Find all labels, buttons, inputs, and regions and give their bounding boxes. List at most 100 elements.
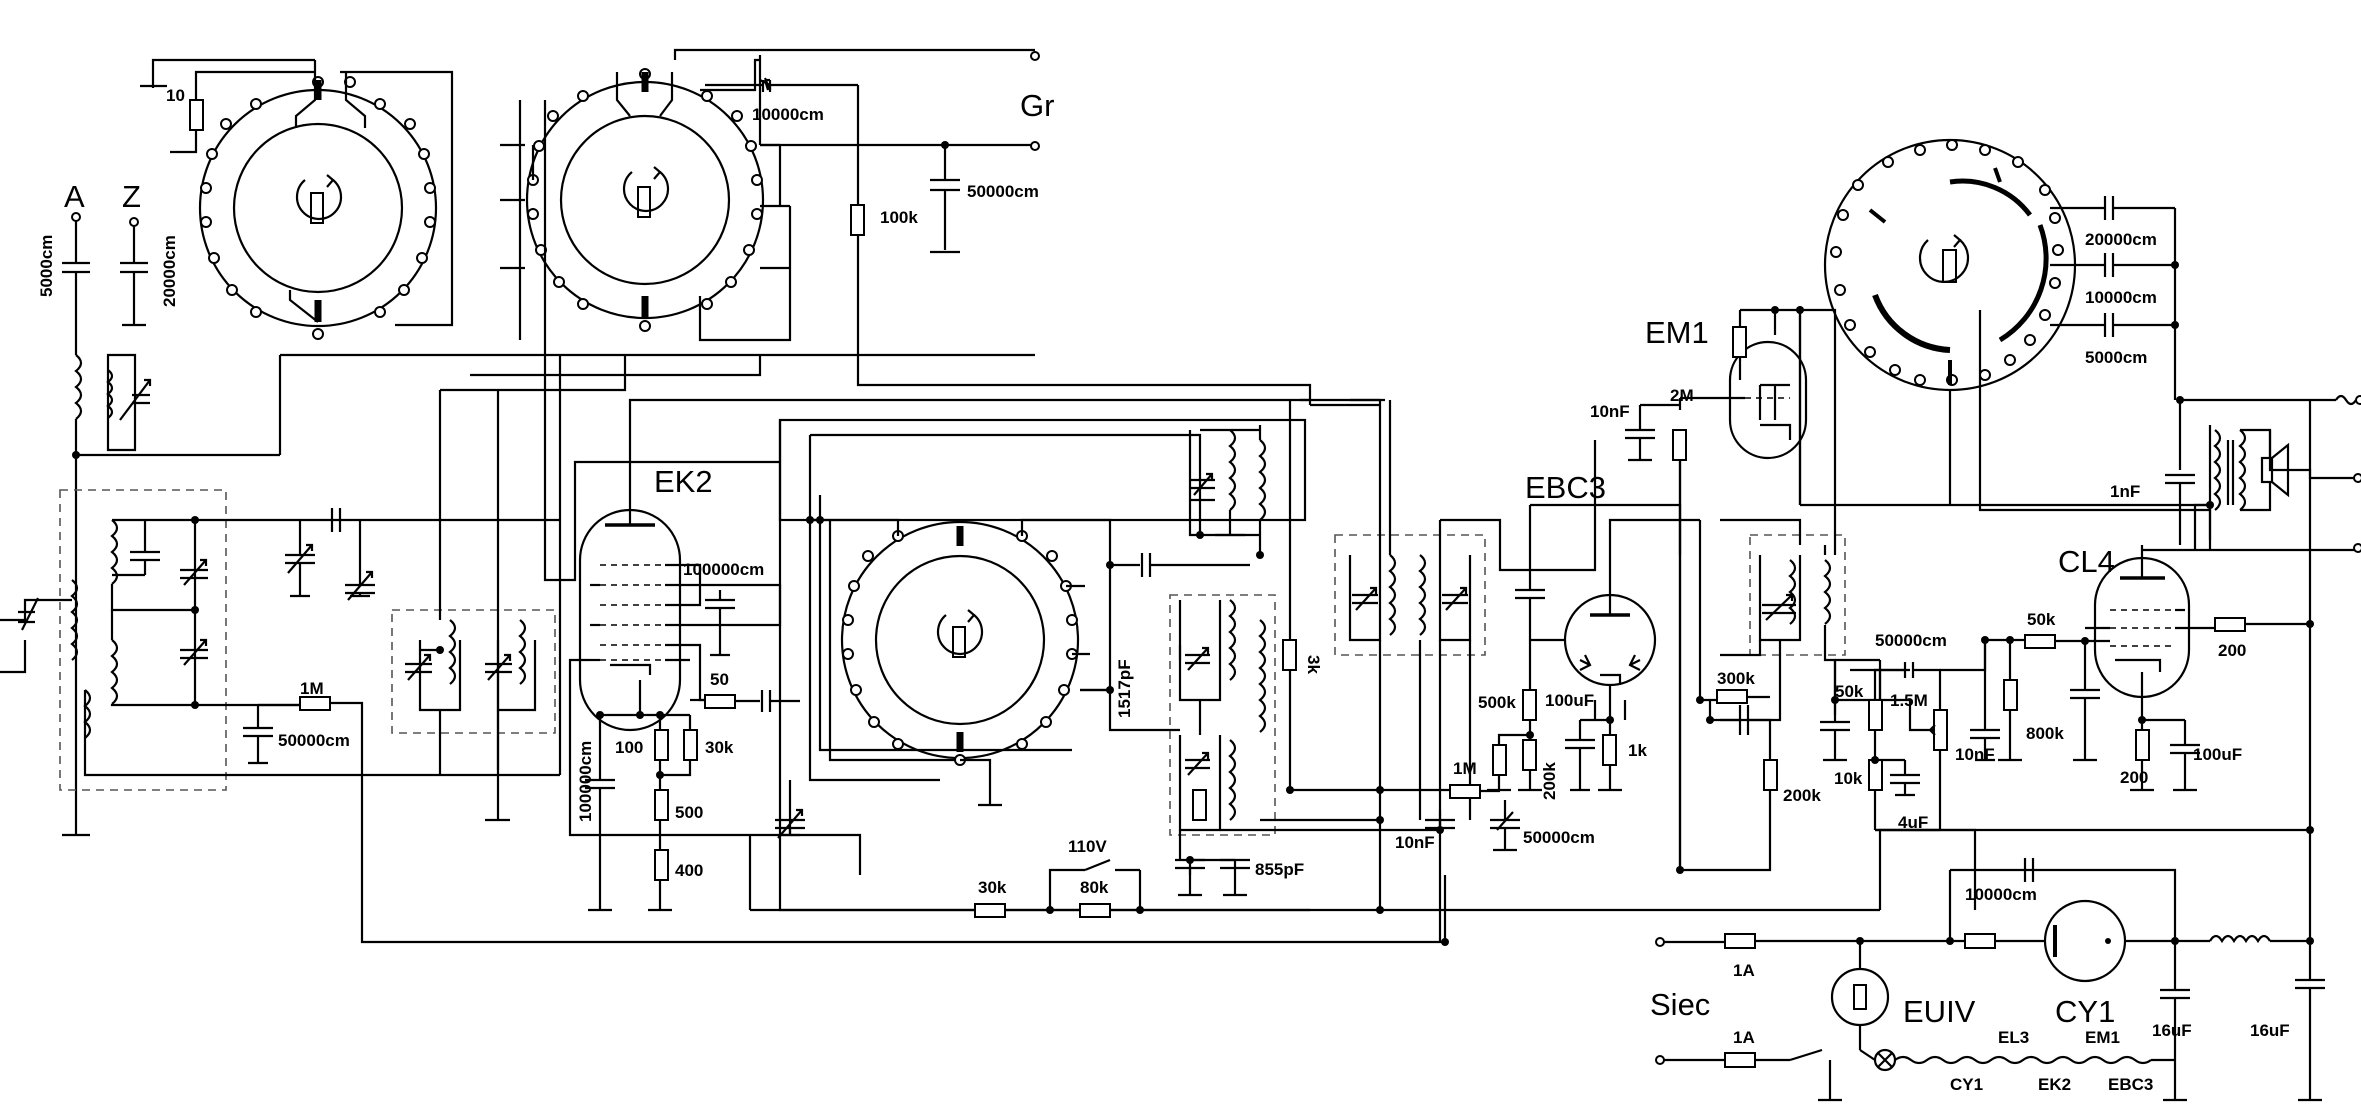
terminal-a-label: A bbox=[64, 179, 85, 214]
output-stage bbox=[1978, 310, 2361, 553]
label-heater-em1: EM1 bbox=[2085, 1028, 2120, 1047]
resistor-50k-cl4 bbox=[2024, 634, 2056, 649]
label-r200-cl4: 200 bbox=[2120, 768, 2148, 787]
label-heater-ek2: EK2 bbox=[2038, 1075, 2071, 1094]
label-fuse-a: 1A bbox=[1733, 961, 1755, 980]
label-c100000-ek2: 100000cm bbox=[683, 560, 764, 579]
resistor-100 bbox=[654, 729, 669, 761]
resistor-200-grid bbox=[2214, 617, 2246, 632]
label-switch-110v: 110V bbox=[1068, 837, 1107, 856]
label-r10k: 10k bbox=[1834, 769, 1863, 788]
label-r30k-ek2: 30k bbox=[705, 738, 734, 757]
label-r1_5M: 1.5M bbox=[1890, 691, 1928, 710]
if-transformer-3 bbox=[1749, 534, 1846, 656]
label-c10000-ps: 10000cm bbox=[1965, 885, 2037, 904]
bottom-resistor-chain bbox=[748, 835, 1310, 918]
label-r400: 400 bbox=[675, 861, 703, 880]
resistor-200k-b bbox=[1763, 759, 1778, 791]
resistor-50k bbox=[1868, 699, 1883, 731]
label-c50000-ebc3: 50000cm bbox=[1523, 828, 1595, 847]
resistor-1M-det bbox=[1449, 784, 1481, 799]
label-c50000-top: 50000cm bbox=[967, 182, 1039, 201]
label-r200-grid: 200 bbox=[2218, 641, 2246, 660]
resistor-1M-left bbox=[299, 696, 331, 711]
resistor-10k bbox=[1868, 759, 1883, 791]
label-r50k: 50k bbox=[1835, 682, 1864, 701]
label-r100k: 100k bbox=[880, 208, 918, 227]
if-transformer-2 bbox=[1334, 398, 1597, 830]
resistor-1k bbox=[1602, 734, 1617, 766]
resistor-2M bbox=[1672, 429, 1687, 461]
resistor-cy1 bbox=[1964, 933, 1996, 949]
label-fuse-b: 1A bbox=[1733, 1028, 1755, 1047]
label-r2M: 2M bbox=[1670, 386, 1694, 405]
euiv-resistor bbox=[1853, 984, 1867, 1010]
cl4-label: CL4 bbox=[2058, 544, 2115, 579]
label-c20000-r: 20000cm bbox=[2085, 230, 2157, 249]
osc-coil-box bbox=[391, 100, 780, 822]
euiv-label: EUIV bbox=[1903, 994, 1976, 1029]
label-c100000-cath: 100000cm bbox=[576, 741, 595, 822]
fuse-1a-bottom bbox=[1724, 1052, 1756, 1068]
label-r800k: 800k bbox=[2026, 724, 2064, 743]
label-r3k: 3k bbox=[1304, 655, 1323, 674]
label-r1k: 1k bbox=[1628, 741, 1647, 760]
label-c10nF-em1: 10nF bbox=[1590, 402, 1630, 421]
junction-dots bbox=[72, 141, 2214, 914]
resistor-3k bbox=[1282, 639, 1297, 671]
terminal-gr-label: Gr bbox=[1020, 88, 1054, 123]
label-c20000: 20000cm bbox=[160, 235, 179, 307]
resistor-200k bbox=[1522, 739, 1537, 771]
label-heater-ebc3: EBC3 bbox=[2108, 1075, 2153, 1094]
resistor-80k bbox=[1079, 903, 1111, 918]
label-c10nF-tone: 10nF bbox=[1955, 745, 1995, 764]
mains-label: Siec bbox=[1650, 987, 1710, 1022]
label-c16uF-b: 16uF bbox=[2250, 1021, 2290, 1040]
resistor-30k-ek2 bbox=[683, 729, 698, 761]
oscillator-section bbox=[775, 418, 1310, 912]
terminal-z-label: Z bbox=[122, 179, 141, 214]
label-c10000-r: 10000cm bbox=[2085, 288, 2157, 307]
label-c100uF-cl4: 100uF bbox=[2193, 745, 2242, 764]
label-heater-el3: EL3 bbox=[1998, 1028, 2029, 1047]
label-r1M-left: 1M bbox=[300, 679, 324, 698]
resistor-500k bbox=[1522, 689, 1537, 721]
resistor-800k bbox=[2003, 679, 2018, 711]
label-r1M-det: 1M bbox=[1453, 759, 1477, 778]
label-c1nF: 1nF bbox=[2110, 482, 2140, 501]
front-end-components bbox=[243, 508, 1447, 944]
label-r200k: 200k bbox=[1540, 762, 1559, 800]
label-c16uF-a: 16uF bbox=[2152, 1021, 2192, 1040]
resistor-400 bbox=[654, 849, 669, 881]
label-c4uF: 4uF bbox=[1898, 813, 1928, 832]
resistor-100k bbox=[850, 204, 865, 236]
label-c100uF-ebc3: 100uF bbox=[1545, 691, 1594, 710]
cy1-label: CY1 bbox=[2055, 994, 2115, 1029]
label-c10000-top: 10000cm bbox=[752, 105, 824, 124]
power-supply bbox=[1655, 400, 2325, 1102]
label-r50: 50 bbox=[710, 670, 729, 689]
waveband-switch-1 bbox=[140, 58, 454, 340]
em1-label: EM1 bbox=[1645, 315, 1709, 350]
label-c5000-r: 5000cm bbox=[2085, 348, 2147, 367]
ek2-label: EK2 bbox=[654, 464, 713, 499]
label-heater-cy1: CY1 bbox=[1950, 1075, 1983, 1094]
oscillator-coils bbox=[1169, 398, 1380, 897]
label-r200k-b: 200k bbox=[1783, 786, 1821, 805]
waveband-switch-2 bbox=[500, 48, 1312, 400]
label-r50k-cl4: 50k bbox=[2027, 610, 2056, 629]
resistor-50 bbox=[704, 694, 736, 709]
label-c50000-left: 50000cm bbox=[278, 731, 350, 750]
label-r300k: 300k bbox=[1717, 669, 1755, 688]
labels: A Z Gr EK2 EBC3 EM1 CL4 Siec EUIV CY1 10… bbox=[37, 86, 2290, 1094]
label-r80k: 80k bbox=[1080, 878, 1109, 897]
label-r100: 100 bbox=[615, 738, 643, 757]
resistor-30k bbox=[974, 903, 1006, 918]
label-r30k: 30k bbox=[978, 878, 1007, 897]
label-c10nF-det: 10nF bbox=[1395, 833, 1435, 852]
fuse-1a-top bbox=[1724, 933, 1756, 949]
ek2-tube bbox=[568, 398, 1310, 912]
resistor-200-cl4 bbox=[2135, 729, 2150, 761]
cl4-tube bbox=[2085, 503, 2310, 792]
